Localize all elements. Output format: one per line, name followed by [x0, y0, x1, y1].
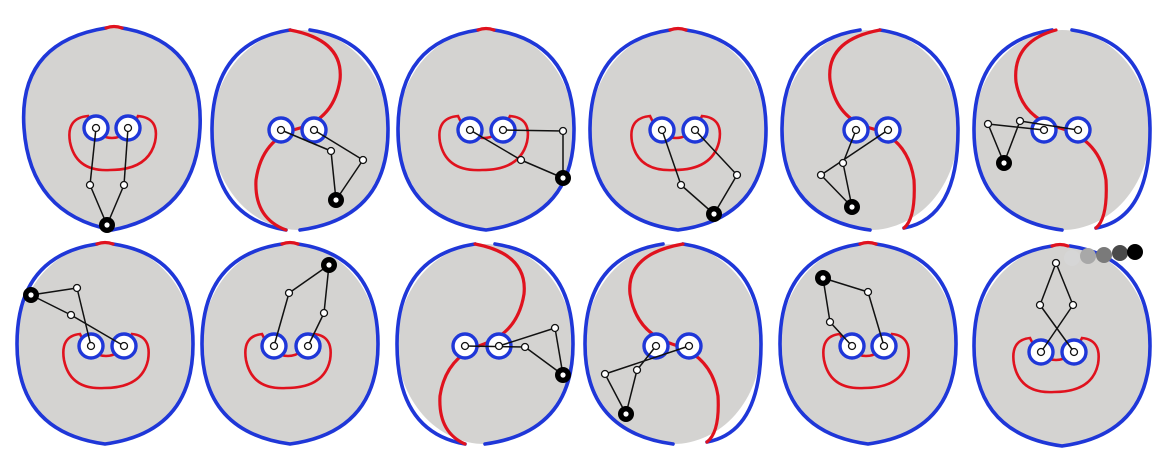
- panel-r1c5: [780, 28, 960, 232]
- workspace-boundary: [395, 242, 575, 446]
- workspace-boundary: [972, 28, 1152, 232]
- end-effector: [23, 287, 39, 303]
- linkage: [269, 264, 330, 351]
- singular-loop: [62, 332, 150, 390]
- end-effector: [844, 199, 860, 215]
- singular-loop: [244, 332, 332, 390]
- panel-r1c2: [210, 28, 390, 232]
- end-effector: [815, 270, 831, 286]
- workspace-boundary: [780, 28, 960, 232]
- end-effector: [555, 170, 571, 186]
- panel-r2c4: [583, 242, 763, 446]
- panel-r2c2: [200, 240, 380, 446]
- singular-arc: [858, 240, 878, 246]
- singular-arc: [668, 26, 688, 32]
- linkage: [276, 125, 368, 201]
- panel-r2c5: [778, 240, 958, 446]
- end-effector: [321, 257, 337, 273]
- singular-loop: [1012, 336, 1100, 394]
- panel-r1c6: [972, 28, 1152, 232]
- panel-r2c1: [15, 240, 195, 446]
- workspace-boundary: [778, 242, 958, 446]
- trail-dot: [1112, 245, 1128, 261]
- panel-r1c3: [396, 26, 576, 232]
- workspace-region: [398, 30, 574, 230]
- end-effector: [996, 155, 1012, 171]
- end-effector: [706, 206, 722, 222]
- motion-trail: [1064, 244, 1143, 266]
- singular-arc: [1050, 242, 1070, 248]
- workspace-region: [202, 244, 378, 444]
- end-effector: [1051, 258, 1061, 268]
- linkage: [30, 283, 129, 351]
- singular-arc: [95, 240, 115, 246]
- trail-dot: [1064, 250, 1080, 266]
- workspace-boundary: [583, 242, 763, 446]
- end-effector: [99, 217, 115, 233]
- linkage: [1035, 262, 1079, 357]
- singular-arc: [628, 242, 720, 444]
- singular-arc: [280, 240, 300, 246]
- workspace-boundary: [396, 28, 576, 232]
- workspace-boundary: [200, 242, 380, 446]
- linkage: [657, 125, 742, 215]
- trail-dot: [1096, 247, 1112, 263]
- trail-dot: [1127, 244, 1143, 260]
- singular-arc: [1014, 28, 1108, 230]
- workspace-region: [23, 27, 201, 230]
- workspace-region: [590, 30, 766, 230]
- singular-arc: [254, 28, 342, 232]
- workspace-boundary: [972, 244, 1152, 448]
- workspace-region: [782, 30, 958, 230]
- singular-loop: [630, 114, 722, 172]
- singular-arc: [476, 26, 496, 32]
- panel-r1c4: [588, 26, 768, 232]
- panel-r1c1: [21, 24, 202, 233]
- workspace-region: [17, 244, 193, 444]
- workspace-region: [212, 30, 388, 230]
- singular-loop: [822, 332, 910, 390]
- workspace-boundary: [210, 28, 390, 232]
- singular-arc: [104, 24, 124, 30]
- end-effector: [618, 406, 634, 422]
- panel-r2c6: [972, 242, 1152, 448]
- end-effector: [555, 367, 571, 383]
- end-effector: [328, 192, 344, 208]
- singular-arc: [828, 28, 916, 230]
- workspace-region: [780, 244, 956, 444]
- panel-r2c3: [395, 242, 575, 446]
- singular-loop: [68, 114, 158, 172]
- trail-dot: [1080, 248, 1096, 264]
- workspace-boundary: [588, 28, 768, 232]
- linkage: [816, 125, 893, 208]
- singular-arc: [438, 242, 526, 446]
